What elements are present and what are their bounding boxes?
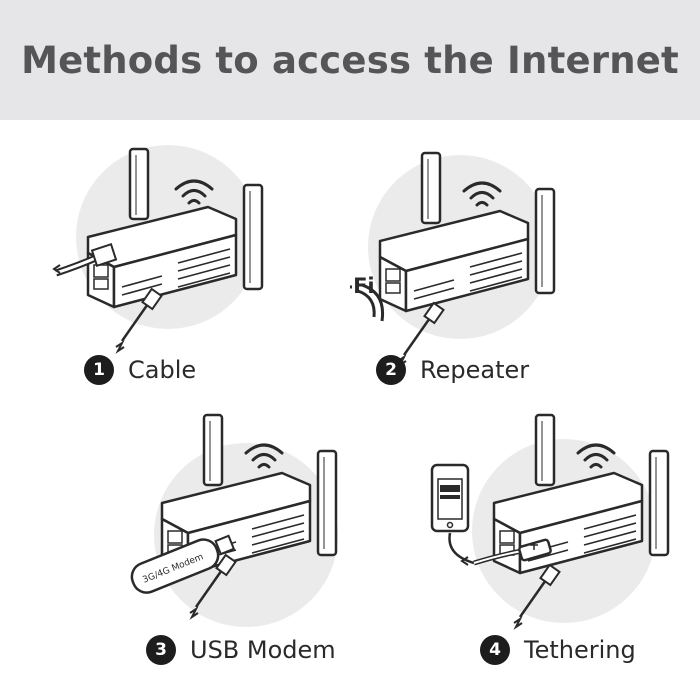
method-usb-modem-caption: 3 USB Modem (146, 635, 336, 665)
header-banner: Methods to access the Internet (0, 0, 700, 120)
page-title: Methods to access the Internet (21, 38, 679, 82)
usb-cable-icon (448, 532, 552, 566)
method-usb-modem-label: USB Modem (190, 636, 336, 664)
method-tethering-label: Tethering (524, 636, 636, 664)
wifi-logo-icon: Wi-Fi (350, 274, 385, 322)
ethernet-cable-icon (52, 243, 118, 277)
method-repeater-caption: 2 Repeater (376, 355, 529, 385)
method-repeater-label: Repeater (420, 356, 530, 384)
step-badge-3: 3 (146, 635, 176, 665)
method-tethering-caption: 4 Tethering (480, 635, 636, 665)
step-badge-4: 4 (480, 635, 510, 665)
method-cable-panel: 1 Cable (0, 125, 350, 415)
step-badge-1: 1 (84, 355, 114, 385)
smartphone-icon (430, 463, 470, 533)
method-usb-modem-panel: 3G/4G Modem 3 USB Modem (0, 405, 350, 695)
step-badge-2: 2 (376, 355, 406, 385)
method-repeater-panel: Wi-Fi 2 Repeater (350, 125, 700, 415)
method-tethering-panel: 4 Tethering (350, 405, 700, 695)
method-cable-caption: 1 Cable (84, 355, 196, 385)
method-cable-label: Cable (128, 356, 197, 384)
